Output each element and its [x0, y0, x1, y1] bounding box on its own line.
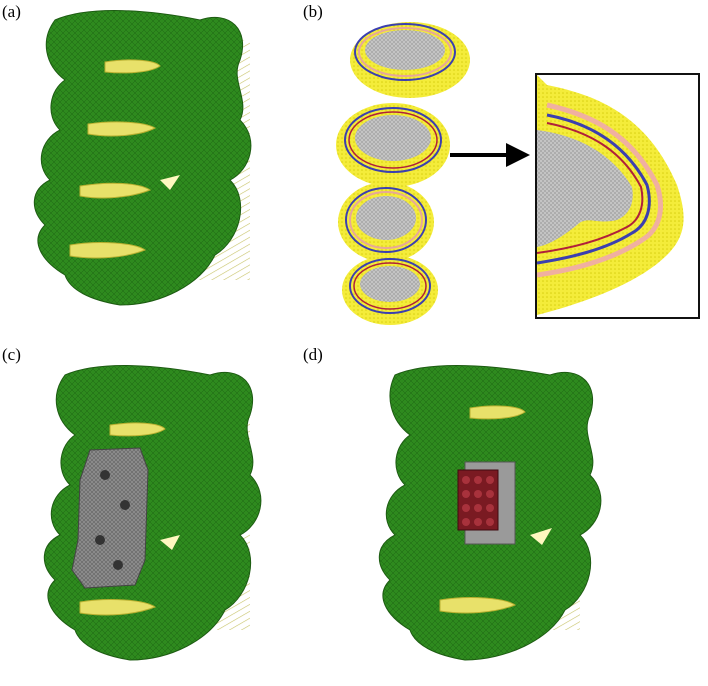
disc-section-2 [336, 103, 450, 187]
disc-4 [439, 597, 517, 614]
panel-label-b: (b) [303, 2, 323, 21]
panel-b-disc-sections [336, 22, 530, 325]
screw-hole [100, 470, 110, 480]
panel-label-d: (d) [303, 345, 323, 364]
disc-1 [469, 405, 526, 420]
disc-1 [104, 59, 161, 74]
disc-section-3 [338, 182, 434, 262]
joint-gap [160, 535, 180, 550]
panel-label-c: (c) [2, 345, 21, 364]
screw-hole [120, 500, 130, 510]
joint-gap [160, 175, 180, 190]
screw-hole [95, 535, 105, 545]
panel-label-a: (a) [2, 2, 21, 21]
disc-4 [69, 242, 147, 259]
vertebral-column [33, 10, 252, 306]
disc-section-1 [350, 22, 470, 98]
disc-2 [87, 121, 157, 137]
arrow-right-icon [450, 143, 530, 167]
zoom-inset [535, 73, 700, 319]
disc-section-4 [342, 255, 438, 325]
panel-c-spine-with-plate [43, 365, 262, 661]
disc-4 [79, 599, 157, 616]
panel-d-spine-with-implant [378, 365, 602, 661]
panel-a-spine-model [33, 10, 252, 306]
screw-hole [113, 560, 123, 570]
zoom-inset-drawing [537, 75, 684, 315]
joint-gap [530, 528, 552, 545]
anterior-plate [71, 447, 149, 589]
disc-1 [109, 422, 166, 437]
implant-pattern [462, 476, 494, 526]
disc-3 [79, 182, 152, 199]
